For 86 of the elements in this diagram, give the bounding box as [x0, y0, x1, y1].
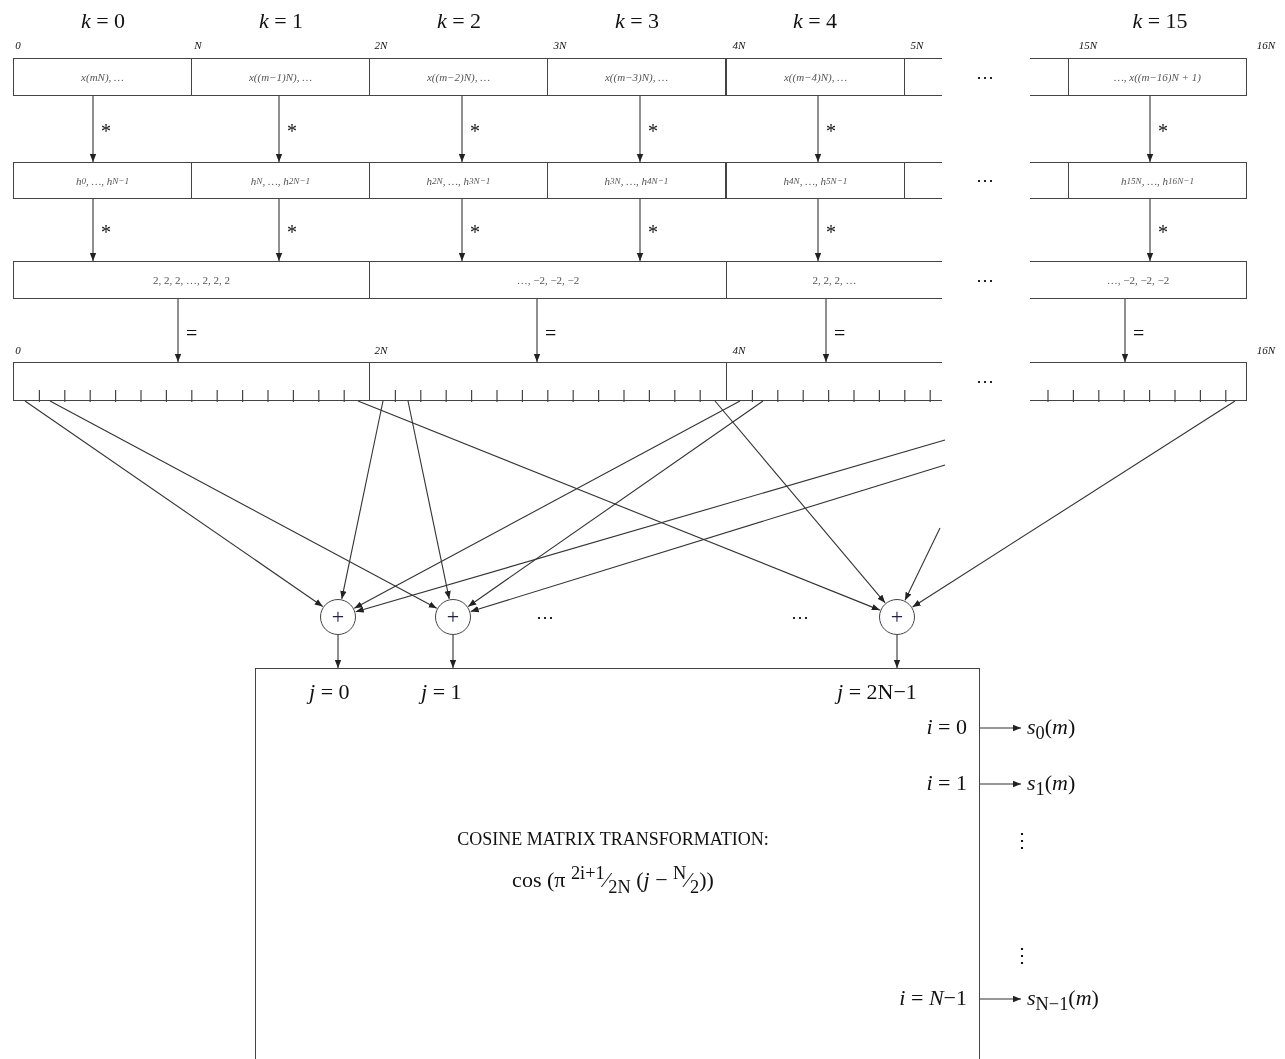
output-label: s$_{N−1}$(m): [1027, 983, 1099, 1020]
ellipsis: ⋯: [976, 66, 994, 88]
arrow: [353, 400, 741, 609]
arrow: [357, 400, 881, 611]
arrow: [979, 995, 1022, 1003]
arrow: [533, 298, 541, 363]
sequence-cell: x(mN), …: [13, 58, 192, 96]
adder-circle: +: [320, 599, 356, 635]
arrow: [1146, 198, 1154, 262]
index-label: 4N: [732, 39, 746, 51]
ellipsis: ⋯: [536, 606, 554, 628]
arrow: [467, 400, 764, 607]
formula: cos (π $^{2i+1}$⁄$_{2N}$ (j − $^{N}$⁄$_{2}$)): [512, 863, 714, 898]
arrow: [340, 400, 384, 600]
arrow: [458, 198, 466, 262]
index-label: 2N: [374, 39, 388, 51]
heading-label: k = 0: [80, 8, 126, 34]
ellipsis: ⋮: [1012, 943, 1032, 967]
arrow: [470, 464, 946, 613]
heading-label: k = 1: [258, 8, 304, 34]
index-label: 4N: [732, 344, 746, 356]
ellipsis: ⋯: [976, 269, 994, 291]
heading-label: k = 3: [614, 8, 660, 34]
ruler-bar: [13, 362, 370, 401]
index-label: 3N: [553, 39, 567, 51]
heading-label: k = 15: [1132, 8, 1188, 34]
sequence-cell: x((m−4)N), …: [726, 58, 905, 96]
arrow: [89, 95, 97, 163]
sequence-cell: x((m−2)N), …: [369, 58, 548, 96]
window-cell: …, −2, −2, −2: [369, 261, 727, 299]
arrow: [49, 400, 438, 609]
arrow: [979, 724, 1022, 732]
matrix-box: [255, 668, 980, 1059]
arrow: [334, 634, 342, 669]
ellipsis: ⋯: [976, 169, 994, 191]
index-label: 15N: [1078, 39, 1098, 51]
arrow: [979, 780, 1022, 788]
ruler-bar: [1030, 362, 1247, 401]
arrow: [912, 400, 1236, 608]
arrow: [275, 198, 283, 262]
output-label: s$_{0}$(m): [1027, 712, 1076, 749]
arrow: [814, 95, 822, 163]
ellipsis: ⋯: [791, 606, 809, 628]
arrow: [174, 298, 182, 363]
arrow: [89, 198, 97, 262]
arrow: [636, 95, 644, 163]
adder-circle: +: [879, 599, 915, 635]
ellipsis: ⋮: [1012, 828, 1032, 852]
sequence-cell: x((m−1)N), …: [191, 58, 370, 96]
arrow: [1146, 95, 1154, 163]
arrow: [636, 198, 644, 262]
index-label: 0: [15, 39, 21, 51]
arrow: [1121, 298, 1129, 363]
arrow: [24, 400, 324, 608]
index-label: 2N: [374, 344, 388, 356]
adder-circle: +: [435, 599, 471, 635]
index-label: 16N: [1256, 344, 1276, 356]
arrow: [714, 400, 886, 604]
index-label: 5N: [910, 39, 924, 51]
window-cell: …, −2, −2, −2: [1030, 261, 1247, 299]
window-cell: 2, 2, 2, …, 2, 2, 2: [13, 261, 370, 299]
index-label: N: [194, 39, 202, 51]
sequence-cell: …, x((m−16)N + 1): [1068, 58, 1247, 96]
arrow: [355, 439, 946, 613]
row-label: i = 1: [926, 770, 967, 796]
index-label: 0: [15, 344, 21, 356]
arrow: [893, 634, 901, 669]
arrow: [449, 634, 457, 669]
arrow: [822, 298, 830, 363]
matrix-title: COSINE MATRIX TRANSFORMATION:: [457, 829, 769, 850]
row-label: i = N−1: [899, 985, 967, 1011]
arrow: [814, 198, 822, 262]
output-label: s$_{1}$(m): [1027, 768, 1076, 805]
arrow: [275, 95, 283, 163]
index-label: 16N: [1256, 39, 1276, 51]
ruler-bar: [369, 362, 727, 401]
ruler-bar: [726, 362, 942, 401]
arrow: [904, 527, 941, 601]
sequence-cell: x((m−3)N), …: [547, 58, 726, 96]
arrow: [407, 400, 451, 600]
row-label: i = 0: [926, 714, 967, 740]
arrow: [458, 95, 466, 163]
heading-label: k = 2: [436, 8, 482, 34]
ellipsis: ⋯: [976, 370, 994, 392]
window-cell: 2, 2, 2, …: [726, 261, 942, 299]
heading-label: k = 4: [792, 8, 838, 34]
